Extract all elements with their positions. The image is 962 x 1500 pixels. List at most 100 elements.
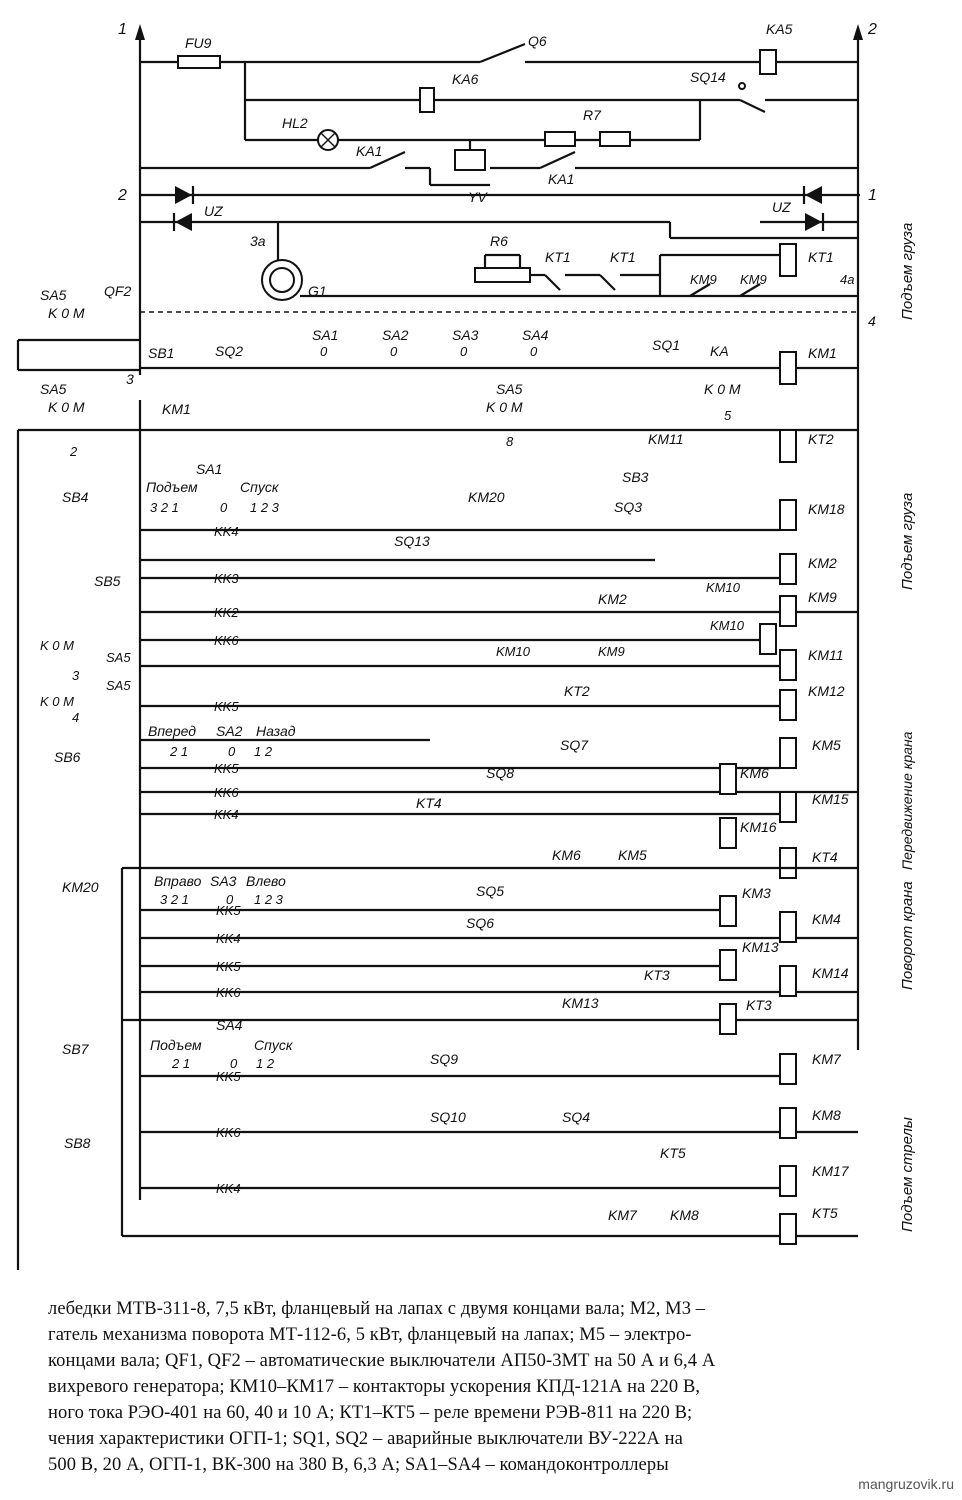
kt3-label: KT3 <box>644 967 670 983</box>
km16-coil-label: KM16 <box>740 819 777 835</box>
km11-coil-label: KM11 <box>808 647 844 663</box>
sa5-label-b: SA5 <box>40 381 67 397</box>
crane-control-schematic: 1 2 FU9 Q6 KA5 KA6 SQ14 HL2 <box>16 21 916 1270</box>
figure-caption: лебедки МТВ-311-8, 7,5 кВт, фланцевый на… <box>48 1296 948 1478</box>
n4a-label: 4a <box>840 272 854 287</box>
sq7-label: SQ7 <box>560 737 589 753</box>
qf2-label: QF2 <box>104 283 131 299</box>
sb5-label: SB5 <box>94 573 121 589</box>
n4b-label: 4 <box>72 710 79 725</box>
up-label: Подъем <box>146 479 198 495</box>
section-boom: Подъем стрелы <box>899 1117 916 1232</box>
sb3-label: SB3 <box>622 469 649 485</box>
pos-21: 2 1 <box>169 744 188 759</box>
pos-123b: 1 2 3 <box>254 892 284 907</box>
kk4-label: KK4 <box>214 524 239 539</box>
kk5e-label: KK5 <box>216 1069 241 1084</box>
km13-coil-label: KM13 <box>742 939 779 955</box>
n3a-label: 3a <box>250 233 266 249</box>
km12-coil-label: KM12 <box>808 683 845 699</box>
kk6-label: KK6 <box>214 633 239 648</box>
section-hoist-2: Подъем груза <box>899 493 916 590</box>
sa2-label: SA2 <box>382 327 409 343</box>
caption-line: чения характеристики ОГП-1; SQ1, SQ2 – а… <box>48 1429 683 1449</box>
km7-label: KM7 <box>608 1207 638 1223</box>
pos-0c: 0 <box>226 892 234 907</box>
sa5-label-d: SA5 <box>106 650 131 665</box>
q6-label: Q6 <box>528 33 547 49</box>
section-travel: Передвижение крана <box>899 731 915 870</box>
km9-label-a: KM9 <box>690 272 717 287</box>
pos-0d: 0 <box>230 1056 238 1071</box>
pos-12b: 1 2 <box>256 1056 275 1071</box>
kk5c-label: KK5 <box>216 903 241 918</box>
kk4d-label: KK4 <box>216 1181 241 1196</box>
kk4b-label: KK4 <box>214 807 239 822</box>
sq9-label: SQ9 <box>430 1051 458 1067</box>
sa4-label: SA4 <box>522 327 549 343</box>
right-label: Вправо <box>154 873 202 889</box>
km7-coil-label: KM7 <box>812 1051 842 1067</box>
km9-label-c: KM9 <box>598 644 625 659</box>
ka1-label-a: KA1 <box>356 143 382 159</box>
pos-21b: 2 1 <box>171 1056 190 1071</box>
travel-control: Вперед SA2 Назад 2 1 0 1 2 SB6 KK5 KK6 K… <box>54 723 858 879</box>
sb7-label: SB7 <box>62 1041 90 1057</box>
kk5b-label: KK5 <box>214 761 239 776</box>
sq4-label: SQ4 <box>562 1109 590 1125</box>
down2-label: Спуск <box>254 1037 294 1053</box>
hoist-control: SA5 QF2 K 0 M SB1 SQ2 3 SA1 SA2 SA3 SA4 … <box>16 283 858 1270</box>
sq10-label: SQ10 <box>430 1109 466 1125</box>
sa4-header: SA4 <box>216 1017 243 1033</box>
side-1-label: 1 <box>868 187 877 204</box>
sa5-label-c: SA5 <box>496 381 523 397</box>
section-hoist-1: Подъем груза <box>899 223 916 320</box>
caption-line: 500 В, 20 А, ОГП-1, ВК-300 на 380 В, 6,3… <box>48 1455 669 1475</box>
km5-coil-label: KM5 <box>812 737 841 753</box>
sq13-label: SQ13 <box>394 533 430 549</box>
ka6-label: KA6 <box>452 71 479 87</box>
pos-0b: 0 <box>228 744 236 759</box>
sa5-label-a: SA5 <box>40 287 67 303</box>
section-slew: Поворот крана <box>899 881 916 990</box>
down-label: Спуск <box>240 479 280 495</box>
kk2-label: KK2 <box>214 605 239 620</box>
km1-label: KM1 <box>162 401 191 417</box>
n3-label: 3 <box>126 371 134 387</box>
up2-label: Подъем <box>150 1037 202 1053</box>
zero-4: 0 <box>530 344 538 359</box>
kt3-coil-label: KT3 <box>746 997 772 1013</box>
kt1-coil-label: KT1 <box>808 249 834 265</box>
kk5d-label: KK5 <box>216 959 241 974</box>
km18-coil-label: KM18 <box>808 501 845 517</box>
kk6d-label: KK6 <box>216 1125 241 1140</box>
kt1-label-b: KT1 <box>610 249 636 265</box>
kom-label-2: K 0 M <box>48 399 85 415</box>
km9-coil-label: KM9 <box>808 589 837 605</box>
zero-3: 0 <box>460 344 468 359</box>
km3-coil-label: KM3 <box>742 885 771 901</box>
caption-line: вихревого генератора; КМ10–КМ17 – контак… <box>48 1377 701 1397</box>
n8-label: 8 <box>506 434 514 449</box>
km6-coil-label: KM6 <box>740 765 769 781</box>
pos-0: 0 <box>220 500 228 515</box>
sb8-label: SB8 <box>64 1135 91 1151</box>
sa1-label: SA1 <box>312 327 338 343</box>
slew-control: KM20 Вправо SA3 Влево 3 2 1 0 1 2 3 KK5 … <box>62 868 858 1236</box>
kom-label-6: K 0 M <box>40 694 74 709</box>
zero-1: 0 <box>320 344 328 359</box>
sa2-header: SA2 <box>216 723 243 739</box>
section-labels: Подъем груза Подъем груза Передвижение к… <box>899 223 916 1232</box>
bus-2-label: 2 <box>867 21 877 38</box>
pos-321: 3 2 1 <box>150 500 179 515</box>
sb4-label: SB4 <box>62 489 89 505</box>
fu9-label: FU9 <box>185 35 212 51</box>
zero-2: 0 <box>390 344 398 359</box>
km17-coil-label: KM17 <box>812 1163 850 1179</box>
hl2-label: HL2 <box>282 115 308 131</box>
pos-321b: 3 2 1 <box>160 892 189 907</box>
km8-label: KM8 <box>670 1207 699 1223</box>
km20-label-a: KM20 <box>468 489 505 505</box>
sq6-label: SQ6 <box>466 915 494 931</box>
caption-line: концами вала; QF1, QF2 – автоматические … <box>48 1351 716 1371</box>
